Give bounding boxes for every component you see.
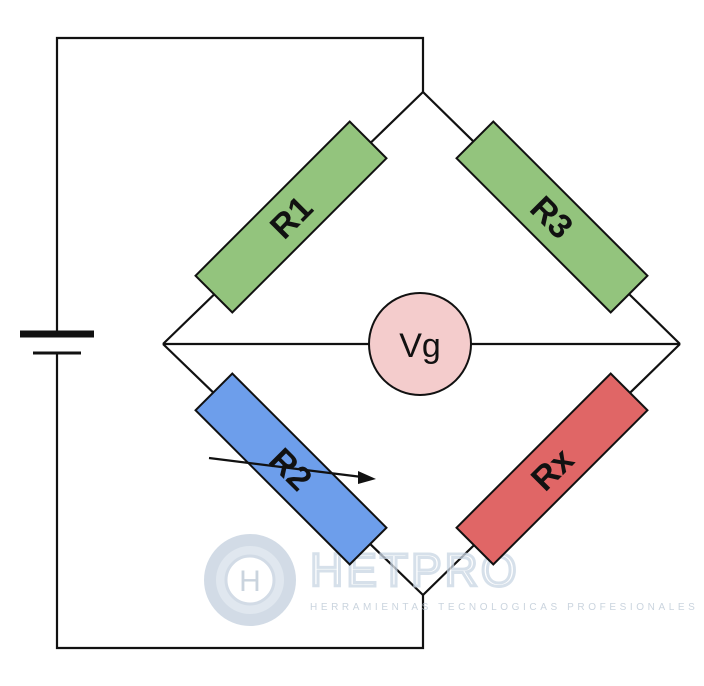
watermark: H HETPRO HERRAMIENTAS TECNOLOGICAS PROFE…	[204, 534, 698, 626]
bottom-wire	[55, 353, 425, 650]
resistor-r3-body	[455, 120, 649, 314]
resistor-r1: R1	[194, 120, 388, 314]
battery-icon	[20, 330, 94, 355]
top-wire	[55, 36, 425, 332]
resistor-rx-body	[455, 372, 649, 566]
watermark-gear-icon: H	[204, 534, 296, 626]
resistor-rx: Rx	[455, 372, 649, 566]
galvanometer: Vg	[368, 292, 472, 396]
watermark-tagline: HERRAMIENTAS TECNOLOGICAS PROFESIONALES	[310, 602, 698, 613]
galvanometer-label: Vg	[399, 327, 441, 365]
resistor-r3: R3	[455, 120, 649, 314]
watermark-logo-letter: H	[239, 565, 261, 598]
galvanometer-circle	[368, 292, 472, 396]
variable-arrow-icon	[208, 456, 376, 484]
resistor-r1-body	[194, 120, 388, 314]
